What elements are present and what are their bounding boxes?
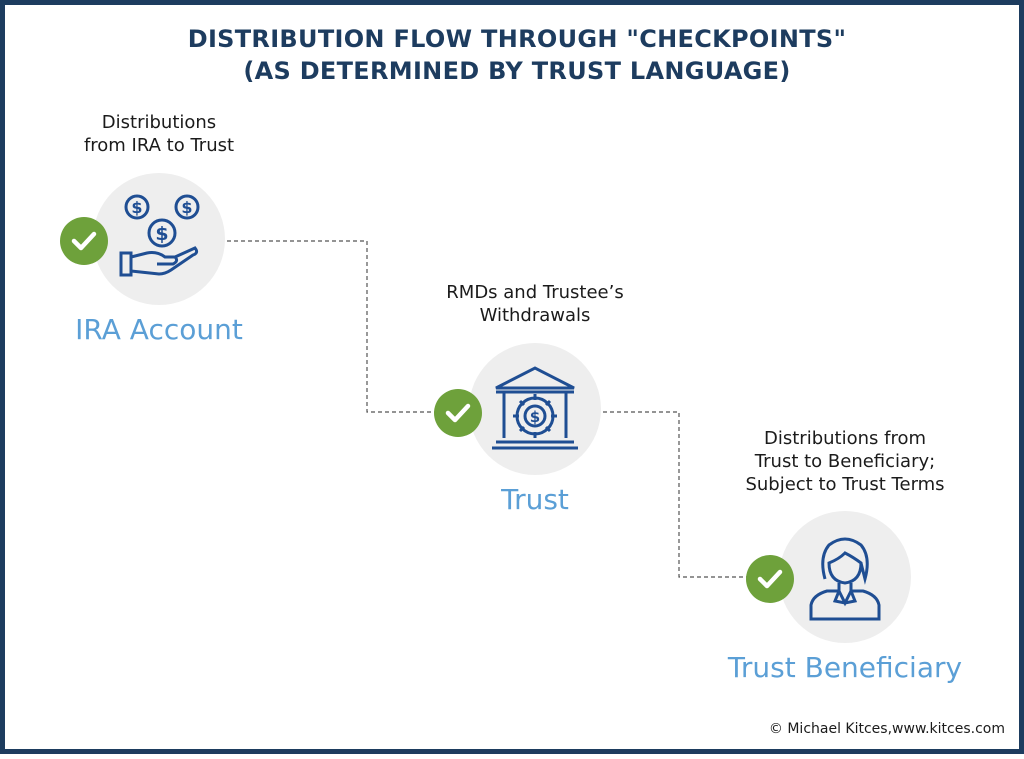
caption-line: Distributions from [764,428,926,449]
svg-text:$: $ [181,198,192,217]
svg-text:$: $ [155,223,168,245]
node-circle-beneficiary [779,511,911,643]
node-circle-ira [93,173,225,305]
bank-vault-icon: $ [492,366,578,450]
caption-line: RMDs and Trustee’s [446,282,624,303]
caption-line: Withdrawals [479,305,591,326]
svg-text:$: $ [530,408,540,426]
flow-connector [227,240,747,578]
step-caption-ira: Distributions from IRA to Trust [45,111,273,157]
hand-money-icon: $ $ $ [119,194,200,277]
step-caption-trust: RMDs and Trustee’s Withdrawals [405,281,665,327]
copyright-footer: © Michael Kitces,www.kitces.com [768,721,1005,737]
node-label-trust: Trust [501,483,569,516]
step-caption-beneficiary: Distributions from Trust to Beneficiary;… [715,427,975,496]
svg-text:$: $ [131,198,142,217]
checkmark-icon [746,555,794,603]
checkmark-icon [434,389,482,437]
node-circle-trust [469,343,601,475]
caption-line: Distributions [101,112,217,133]
woman-person-icon [809,537,881,621]
node-label-beneficiary: Trust Beneficiary [727,651,963,684]
checkmark-icon [60,217,108,265]
caption-line: Trust to Beneficiary; [754,451,936,472]
title-line-1: DISTRIBUTION FLOW THROUGH "CHECKPOINTS" [187,25,847,53]
title-line-2: (AS DETERMINED BY TRUST LANGUAGE) [243,57,791,85]
caption-line: Subject to Trust Terms [745,474,945,495]
node-label-ira: IRA Account [75,313,243,346]
caption-line: from IRA to Trust [83,135,235,156]
